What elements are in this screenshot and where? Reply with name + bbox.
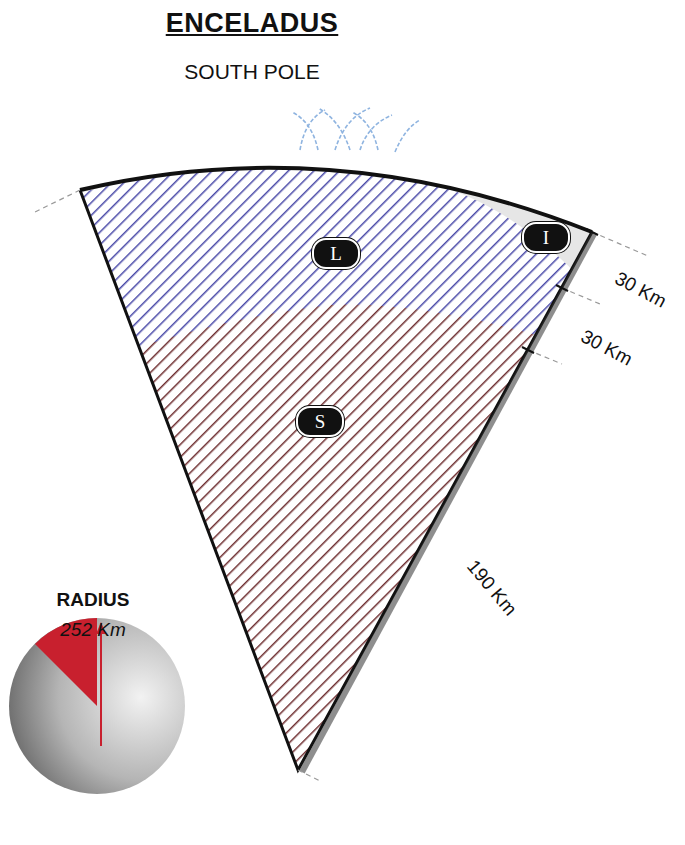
layer-letter: L	[330, 244, 342, 263]
surface-arc	[80, 168, 592, 232]
title: ENCELADUS	[166, 8, 339, 39]
layer-tag: S	[296, 406, 344, 437]
edge-shadow	[302, 234, 594, 772]
radius-label: RADIUS	[57, 589, 130, 611]
globe-icon	[9, 618, 185, 794]
layer-letter: S	[315, 412, 326, 431]
arc-extension	[35, 190, 80, 212]
plume-jets	[292, 108, 420, 152]
dimension-label: 190 Km	[463, 556, 522, 620]
radius-arrow	[100, 626, 102, 746]
layer-tag: L	[312, 238, 360, 269]
layer-letter: I	[543, 228, 549, 247]
dimension-label: 30 Km	[611, 267, 670, 312]
dimension-label: 30 Km	[577, 325, 636, 370]
layer-tag: I	[522, 222, 570, 253]
radius-value: 252 Km	[60, 619, 125, 641]
dimension-ticks	[298, 232, 648, 782]
pole-label: SOUTH POLE	[184, 60, 319, 84]
